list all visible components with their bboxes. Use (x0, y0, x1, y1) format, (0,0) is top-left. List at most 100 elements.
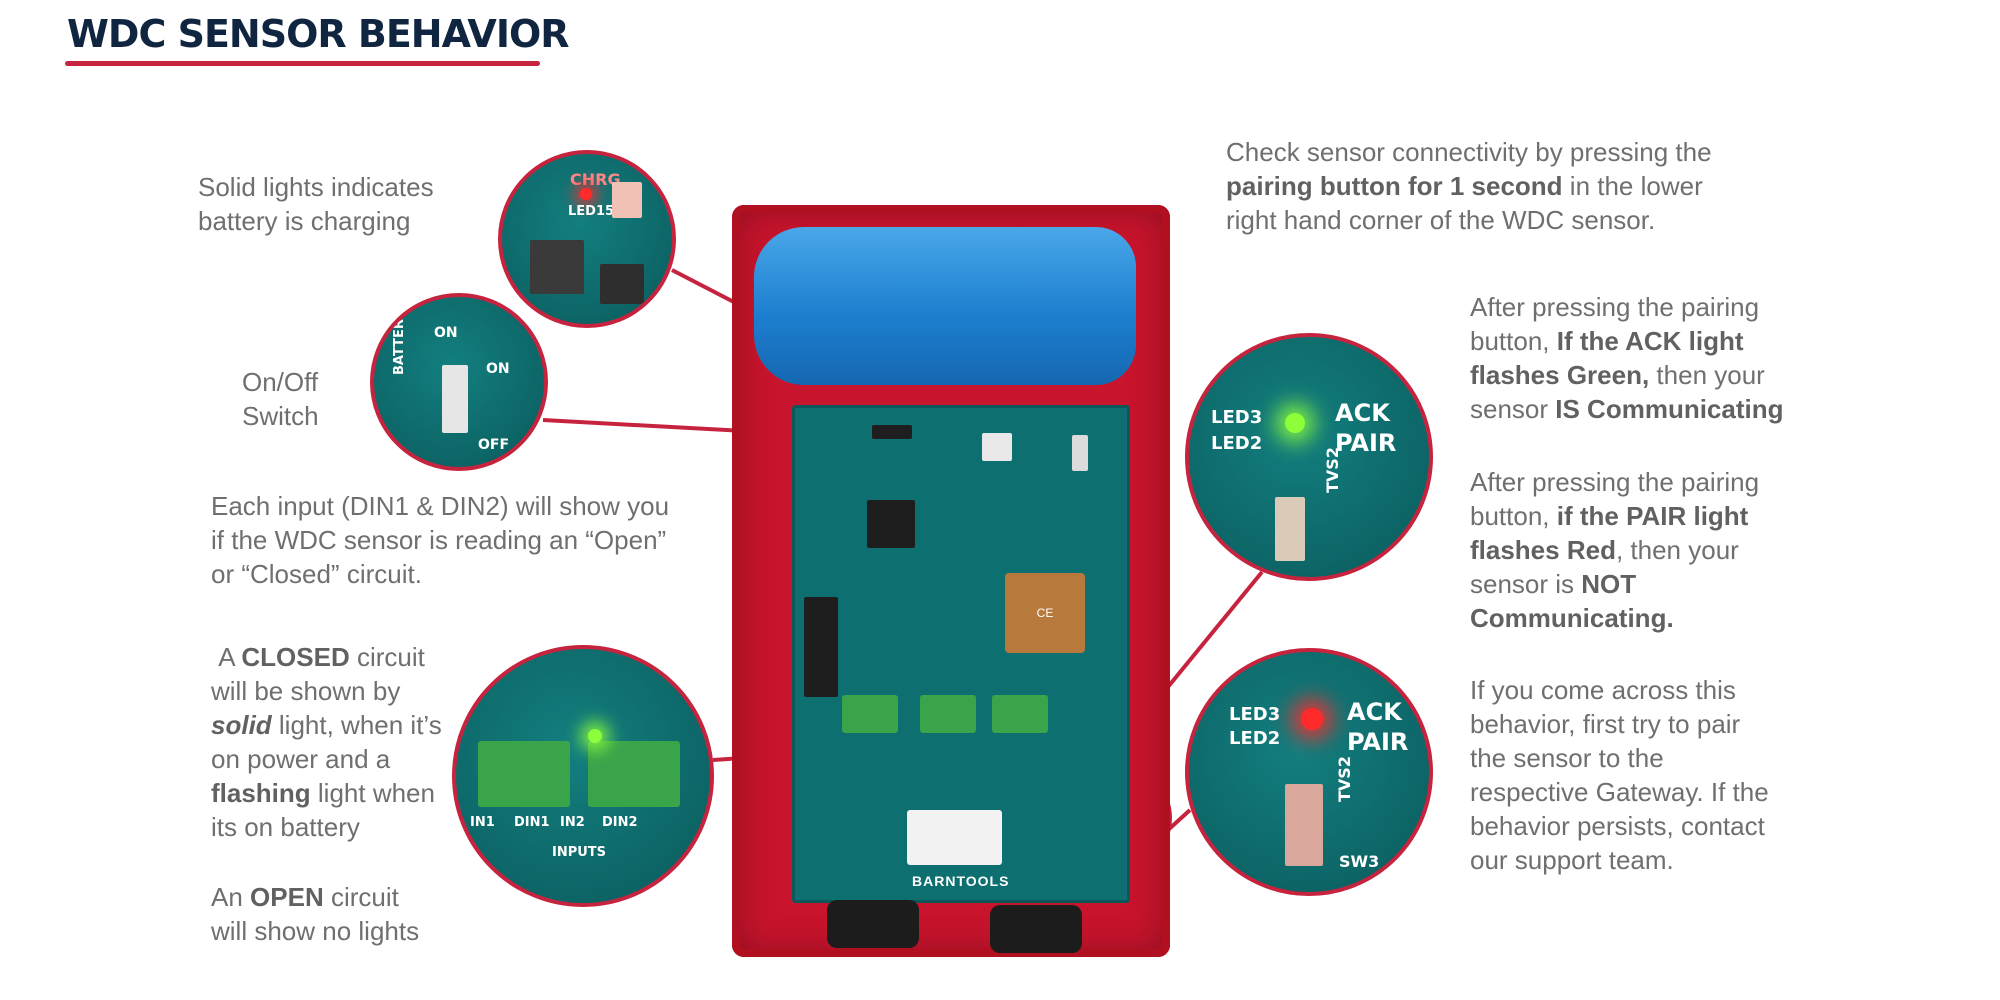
in1-label: IN1 (470, 815, 495, 830)
din1-label: DIN1 (514, 815, 550, 830)
note-pair-line-2: button, if the PAIR light (1470, 501, 1749, 531)
not-communicating-keyword: Communicating. (1470, 603, 1674, 633)
dip-component (804, 597, 838, 697)
note-closed-line-4: on power and a (211, 744, 391, 774)
note-switch: On/Off Switch (242, 365, 319, 433)
note-closed-line-5: flashing light when (211, 778, 435, 808)
note-check-connectivity: Check sensor connectivity by pressing th… (1226, 135, 1712, 237)
ack-label: ACK (1335, 399, 1390, 427)
led2-label-2: LED2 (1229, 728, 1281, 749)
header-connector (872, 425, 912, 439)
power-terminal (842, 695, 898, 733)
radio-module: CE (1005, 573, 1085, 653)
pair-label-2: PAIR (1347, 728, 1409, 756)
inputs-label: INPUTS (552, 845, 607, 860)
note-closed-line-3: solid light, when it’s (211, 710, 442, 740)
page-title: WDC SENSOR BEHAVIOR (67, 12, 570, 56)
is-communicating-keyword: IS Communicating (1555, 394, 1784, 424)
pairing-button-icon (1275, 497, 1305, 561)
note-pair-red: After pressing the pairing button, if th… (1470, 465, 1759, 635)
inductor-component (530, 240, 584, 294)
led3-label: LED3 (1211, 407, 1263, 428)
note-open-line-1: An OPEN circuit (211, 882, 399, 912)
pairing-duration-keyword: pairing button for 1 second (1226, 171, 1563, 201)
microcontroller-chip (867, 500, 915, 548)
tvs2-label: TVS2 (1323, 447, 1342, 493)
zoom-callout-power-switch: ON ON BATTERY OFF (370, 293, 548, 471)
note-help-line-2: behavior, first try to pair (1470, 709, 1741, 739)
chrg-label: CHRG (570, 170, 621, 189)
off-label: OFF (478, 437, 510, 453)
brand-logo: BARNTOOLS (912, 873, 1010, 889)
device-label-sticker (907, 810, 1002, 865)
ack-label-2: ACK (1347, 698, 1402, 726)
note-check-line-2: pairing button for 1 second in the lower (1226, 171, 1703, 201)
on-label: ON (486, 361, 510, 377)
terminal-din1 (920, 695, 976, 733)
note-charging-line-2: battery is charging (198, 206, 411, 236)
note-help: If you come across this behavior, first … (1470, 673, 1769, 877)
title-underline (65, 61, 540, 66)
charge-connector-zoom (612, 182, 642, 218)
zoom-callout-inputs: IN1 DIN1 IN2 DIN2 INPUTS (452, 645, 714, 907)
input-terminal-left (478, 741, 570, 807)
din-led-green-icon (588, 729, 602, 743)
note-ack-line-4: sensor IS Communicating (1470, 394, 1784, 424)
charge-connector (982, 433, 1012, 461)
note-help-line-3: the sensor to the (1470, 743, 1664, 773)
note-help-line-1: If you come across this (1470, 675, 1736, 705)
pair-label: PAIR (1335, 429, 1397, 457)
charging-led-icon (580, 188, 592, 200)
led2-label: LED2 (1211, 433, 1263, 454)
note-closed-line-1: A CLOSED circuit (218, 642, 425, 672)
wdc-sensor-enclosure: CE BARNTOOLS (732, 205, 1170, 957)
note-help-line-5: behavior persists, contact (1470, 811, 1765, 841)
note-help-line-4: respective Gateway. If the (1470, 777, 1769, 807)
note-ack-line-1: After pressing the pairing (1470, 292, 1760, 322)
note-open-line-2: will show no lights (211, 916, 420, 946)
note-pair-line-3: flashes Red, then your (1470, 535, 1739, 565)
inductor-component-2 (600, 264, 644, 304)
din2-label: DIN2 (602, 815, 638, 830)
note-switch-line-2: Switch (242, 401, 319, 431)
led15-label: LED15 (568, 204, 615, 219)
note-charging-line-1: Solid lights indicates (198, 172, 434, 202)
on-label-top: ON (434, 325, 458, 341)
note-check-line-3: right hand corner of the WDC sensor. (1226, 205, 1656, 235)
note-pair-line-1: After pressing the pairing (1470, 467, 1760, 497)
pairing-button-icon-2 (1285, 784, 1323, 866)
open-keyword: OPEN (250, 882, 324, 912)
ce-mark: CE (1036, 606, 1054, 620)
note-ack-line-2: button, If the ACK light (1470, 326, 1744, 356)
zoom-callout-pair-red: LED3 LED2 ACK PAIR TVS2 SW3 (1185, 648, 1433, 896)
cable-gland-left (827, 900, 919, 948)
battery-label: BATTERY (392, 310, 407, 375)
pair-led-red-icon (1301, 708, 1323, 730)
note-ack-line-3: flashes Green, then your (1470, 360, 1765, 390)
note-help-line-6: our support team. (1470, 845, 1674, 875)
input-terminal-right (588, 741, 680, 807)
note-inputs-line-2: if the WDC sensor is reading an “Open” (211, 525, 667, 555)
zoom-callout-ack-green: LED3 LED2 ACK PAIR TVS2 (1185, 333, 1433, 581)
cable-gland-right (990, 905, 1082, 953)
led3-label-2: LED3 (1229, 704, 1281, 725)
ack-led-green-icon (1285, 413, 1305, 433)
power-switch-zoom-icon (442, 365, 468, 433)
tvs2-label-2: TVS2 (1335, 756, 1354, 802)
note-pair-line-4: sensor is NOT (1470, 569, 1637, 599)
connector-pair (1166, 808, 1192, 832)
note-closed-line-2: will be shown by (211, 676, 401, 706)
circuit-board: CE BARNTOOLS (792, 405, 1130, 903)
closed-keyword: CLOSED (241, 642, 350, 672)
note-ack-green: After pressing the pairing button, If th… (1470, 290, 1784, 426)
power-switch (1072, 435, 1088, 471)
sw3-label: SW3 (1339, 852, 1380, 871)
zoom-callout-charging-led: CHRG LED15 (498, 150, 676, 328)
flashing-keyword: flashing (211, 778, 311, 808)
note-pair-line-5: Communicating. (1470, 601, 1759, 635)
solid-keyword: solid (211, 710, 272, 740)
note-switch-line-1: On/Off (242, 367, 319, 397)
terminal-din2 (992, 695, 1048, 733)
note-open-circuit: An OPEN circuit will show no lights (211, 880, 419, 948)
note-charging: Solid lights indicates battery is chargi… (198, 170, 434, 238)
